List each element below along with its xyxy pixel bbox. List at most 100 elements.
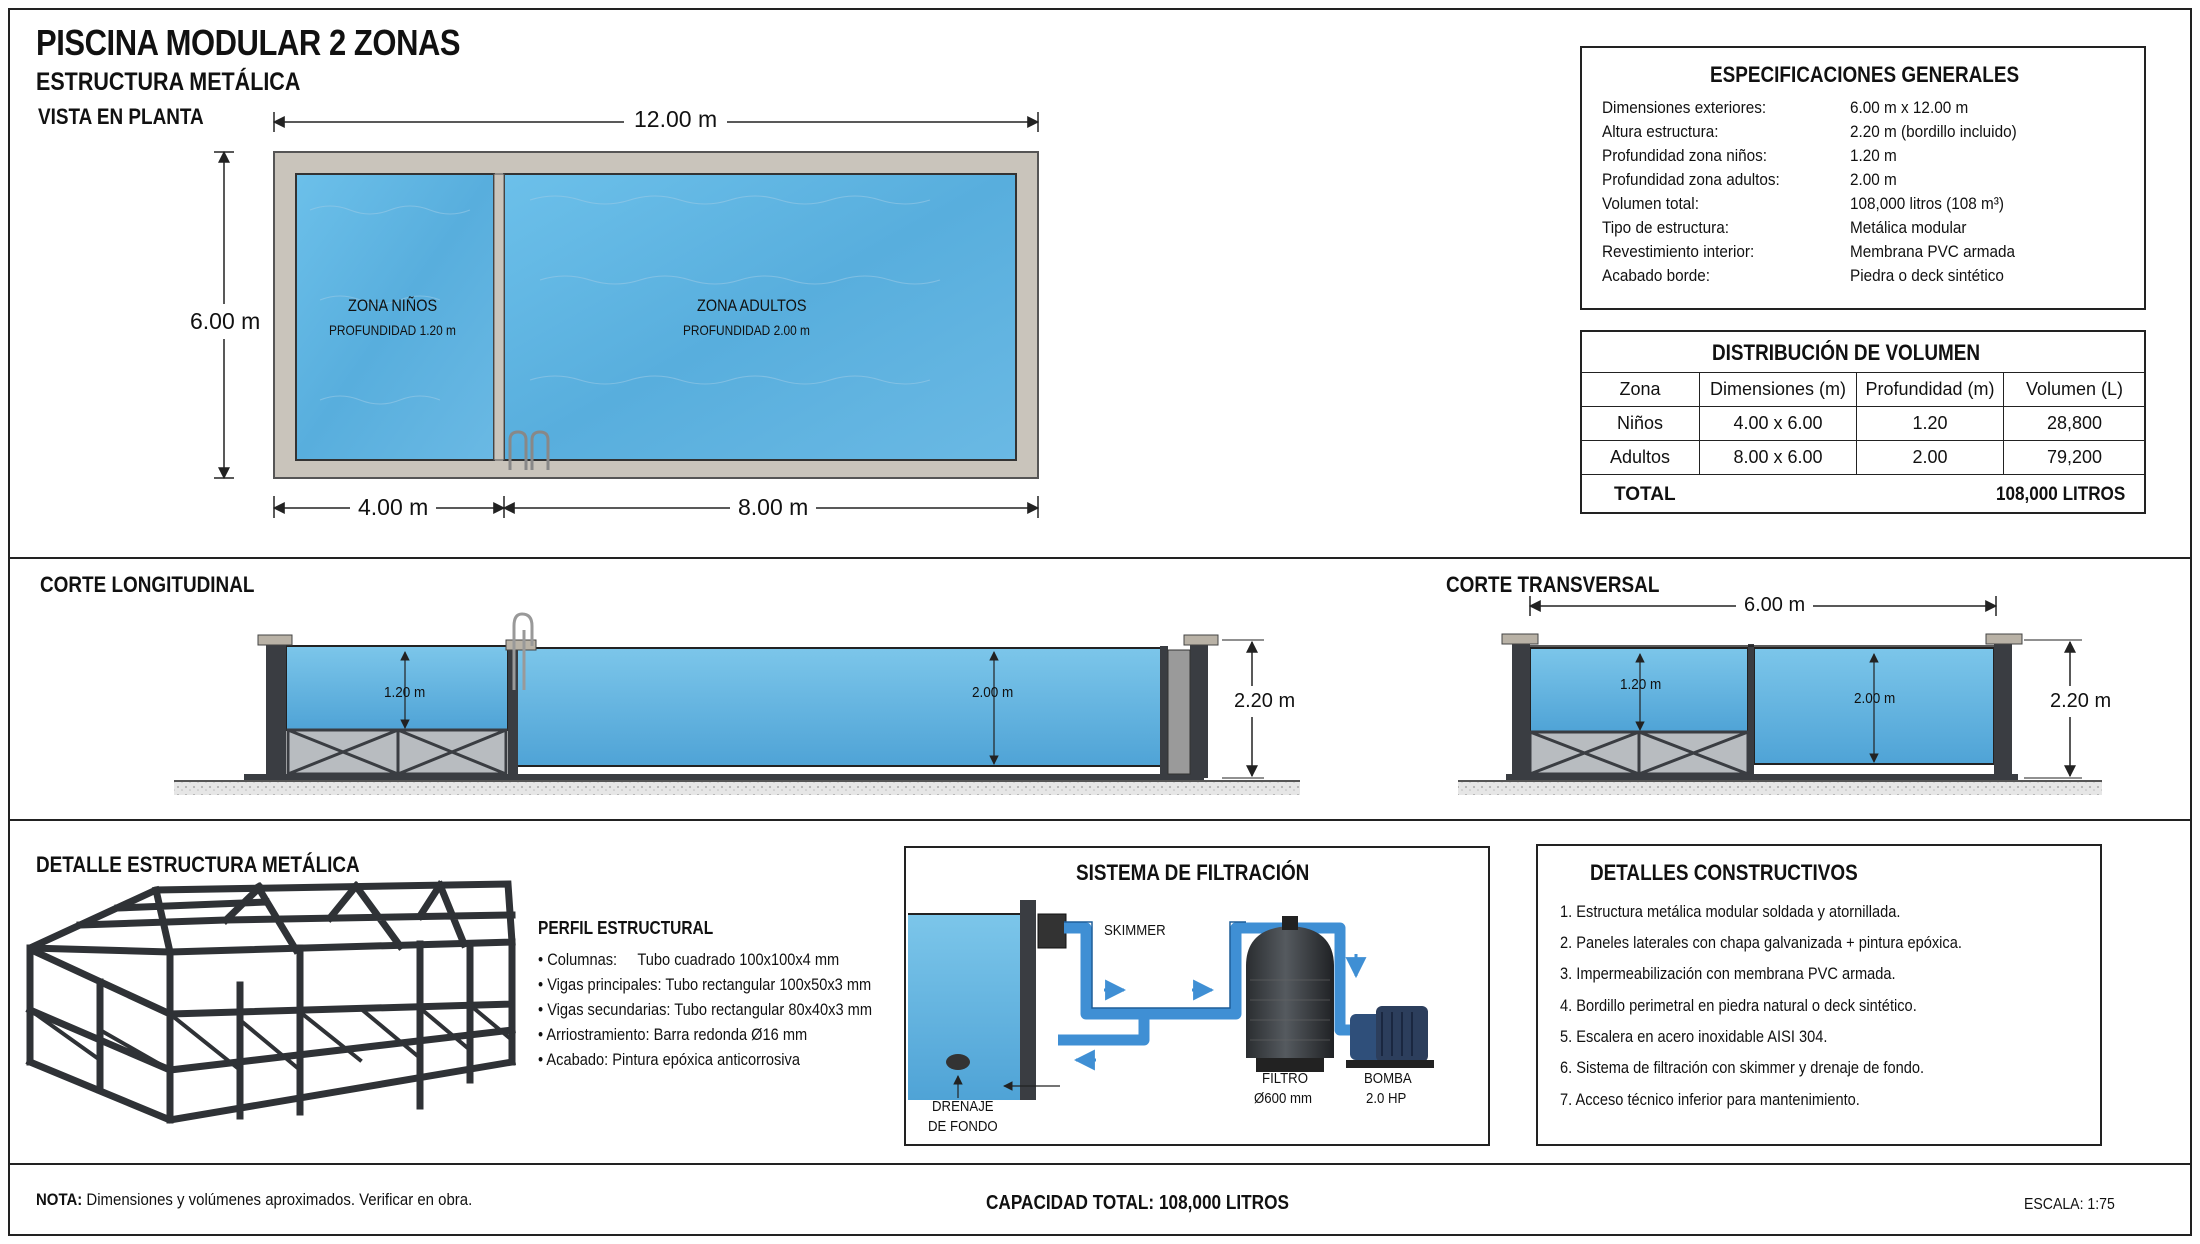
- filter-label: FILTRO: [1262, 1070, 1308, 1087]
- plan-water-adults: [503, 173, 1017, 461]
- filtration-diagram: [908, 900, 1434, 1100]
- longitudinal-section: [174, 612, 1300, 795]
- filtration-pool-water: [908, 914, 1020, 1100]
- construction-panel: [1536, 844, 2102, 1146]
- trans-height: 2.20 m: [2050, 686, 2112, 717]
- volume-title: DISTRIBUCIÓN DE VOLUMEN: [1712, 340, 1981, 365]
- spec-value: Piedra o deck sintético: [1850, 266, 2004, 285]
- drawing-subtitle: ESTRUCTURA METÁLICA: [36, 68, 301, 96]
- list-item: • Arriostramiento: Barra redonda Ø16 mm: [538, 1025, 808, 1044]
- plan-water-kids: [295, 173, 495, 461]
- skimmer-label: SKIMMER: [1104, 922, 1166, 939]
- list-item: 5. Escalera en acero inoxidable AISI 304…: [1560, 1027, 1828, 1046]
- filtration-panel: [904, 846, 1490, 1146]
- long-kids-bracing: [286, 728, 508, 776]
- long-ladder: [512, 612, 534, 690]
- note-label: NOTA:: [36, 1190, 83, 1209]
- pump: [1346, 1006, 1434, 1068]
- spec-label: Altura estructura:: [1602, 122, 1719, 141]
- trans-kids-bracing: [1528, 730, 1750, 776]
- table-header-cell: Zona: [1580, 372, 1700, 407]
- table-cell: Niños: [1580, 406, 1700, 441]
- trans-width: 6.00 m: [1736, 594, 1814, 617]
- drawing-title: PISCINA MODULAR 2 ZONAS: [36, 22, 461, 63]
- long-depth-kids: 1.20 m: [384, 684, 426, 701]
- spec-value: 2.20 m (bordillo incluido): [1850, 122, 2017, 141]
- filtration-title: SISTEMA DE FILTRACIÓN: [1076, 860, 1310, 885]
- spec-value: 2.00 m: [1850, 170, 1897, 189]
- list-item: • Acabado: Pintura epóxica anticorrosiva: [538, 1050, 800, 1069]
- zone-kids-depth: PROFUNDIDAD 1.20 m: [329, 322, 456, 338]
- profile-value: Tubo rectangular 80x40x3 mm: [674, 1000, 873, 1019]
- profile-value: Barra redonda Ø16 mm: [653, 1025, 808, 1044]
- drawing-sheet: [8, 8, 2192, 1236]
- drain-label-line1: DRENAJE: [932, 1098, 994, 1115]
- plan-dim-length: 12.00 m: [624, 106, 728, 133]
- spec-label: Revestimiento interior:: [1602, 242, 1755, 261]
- filtration-pipes: [1058, 922, 1352, 1046]
- zone-adults-depth: PROFUNDIDAD 2.00 m: [683, 322, 810, 338]
- table-row: Niños 4.00 x 6.00 1.20 28,800: [1580, 406, 2146, 441]
- drain-label-line2: DE FONDO: [928, 1118, 998, 1135]
- long-water-kids: [285, 645, 509, 731]
- spec-label: Profundidad zona adultos:: [1602, 170, 1780, 189]
- profile-value: Pintura epóxica anticorrosiva: [612, 1050, 800, 1069]
- pump-power: 2.0 HP: [1366, 1090, 1407, 1107]
- list-item: 4. Bordillo perimetral en piedra natural…: [1560, 996, 1917, 1015]
- plan-ladder: [508, 430, 550, 470]
- profile-title: PERFIL ESTRUCTURAL: [538, 918, 714, 938]
- spec-label: Volumen total:: [1602, 194, 1699, 213]
- list-item: 1. Estructura metálica modular soldada y…: [1560, 902, 1901, 921]
- long-water-adults: [515, 647, 1163, 767]
- profile-label: Arriostramiento:: [546, 1025, 650, 1044]
- trans-depth-kids: 1.20 m: [1620, 676, 1662, 693]
- list-item: 6. Sistema de filtración con skimmer y d…: [1560, 1058, 1925, 1077]
- profile-value: Tubo rectangular 100x50x3 mm: [665, 975, 872, 994]
- note-text: Dimensiones y volúmenes aproximados. Ver…: [86, 1190, 473, 1209]
- drawing-scale: ESCALA: 1:75: [2024, 1196, 2115, 1213]
- profile-label: Columnas:: [547, 950, 618, 969]
- spec-value: 108,000 litros (108 m³): [1850, 194, 2004, 213]
- spec-label: Dimensiones exteriores:: [1602, 98, 1767, 117]
- filter-size: Ø600 mm: [1254, 1090, 1312, 1107]
- list-item: • Vigas principales: Tubo rectangular 10…: [538, 975, 872, 994]
- pump-label: BOMBA: [1364, 1070, 1412, 1087]
- profile-label: Vigas secundarias:: [547, 1000, 671, 1019]
- spec-value: 6.00 m x 12.00 m: [1850, 98, 1969, 117]
- plan-dim-width: 6.00 m: [190, 304, 261, 339]
- trans-section-title: CORTE TRANSVERSAL: [1446, 572, 1660, 597]
- specs-title: ESPECIFICACIONES GENERALES: [1710, 62, 2020, 87]
- spec-label: Tipo de estructura:: [1602, 218, 1729, 237]
- trans-ground: [1458, 781, 2102, 795]
- zone-kids-label: ZONA NIÑOS: [348, 296, 438, 315]
- table-header-cell: Dimensiones (m): [1699, 372, 1857, 407]
- spec-value: 1.20 m: [1850, 146, 1897, 165]
- plan-divider-wall: [493, 173, 505, 461]
- bottom-drain: [946, 1054, 970, 1070]
- plan-view: [214, 112, 1040, 518]
- transversal-section: [1458, 596, 2102, 795]
- spec-label: Profundidad zona niños:: [1602, 146, 1768, 165]
- specs-panel: [1580, 46, 2146, 310]
- list-item: 2. Paneles laterales con chapa galvaniza…: [1560, 933, 1962, 952]
- volume-total-label: TOTAL: [1614, 484, 1676, 505]
- table-cell: 79,200: [2003, 440, 2146, 475]
- volume-total-value: 108,000 LITROS: [1996, 484, 2126, 505]
- table-cell: 28,800: [2003, 406, 2146, 441]
- footer-note: NOTA: Dimensiones y volúmenes aproximado…: [36, 1190, 472, 1210]
- list-item: 7. Acceso técnico inferior para mantenim…: [1560, 1090, 1860, 1109]
- structure-title: DETALLE ESTRUCTURA METÁLICA: [36, 852, 360, 877]
- section-divider-top: [8, 557, 2192, 559]
- table-header-cell: Volumen (L): [2003, 372, 2146, 407]
- profile-value: Tubo cuadrado 100x100x4 mm: [637, 950, 840, 969]
- long-depth-adults: 2.00 m: [972, 684, 1014, 701]
- section-divider-middle: [8, 819, 2192, 821]
- section-divider-footer: [8, 1163, 2192, 1165]
- structure-isometric: [25, 880, 517, 1124]
- zone-adults-label: ZONA ADULTOS: [697, 296, 807, 315]
- list-item: 3. Impermeabilización con membrana PVC a…: [1560, 964, 1896, 983]
- table-cell: 1.20: [1856, 406, 2004, 441]
- spec-label: Acabado borde:: [1602, 266, 1711, 285]
- plan-dim-kids: 4.00 m: [350, 494, 437, 521]
